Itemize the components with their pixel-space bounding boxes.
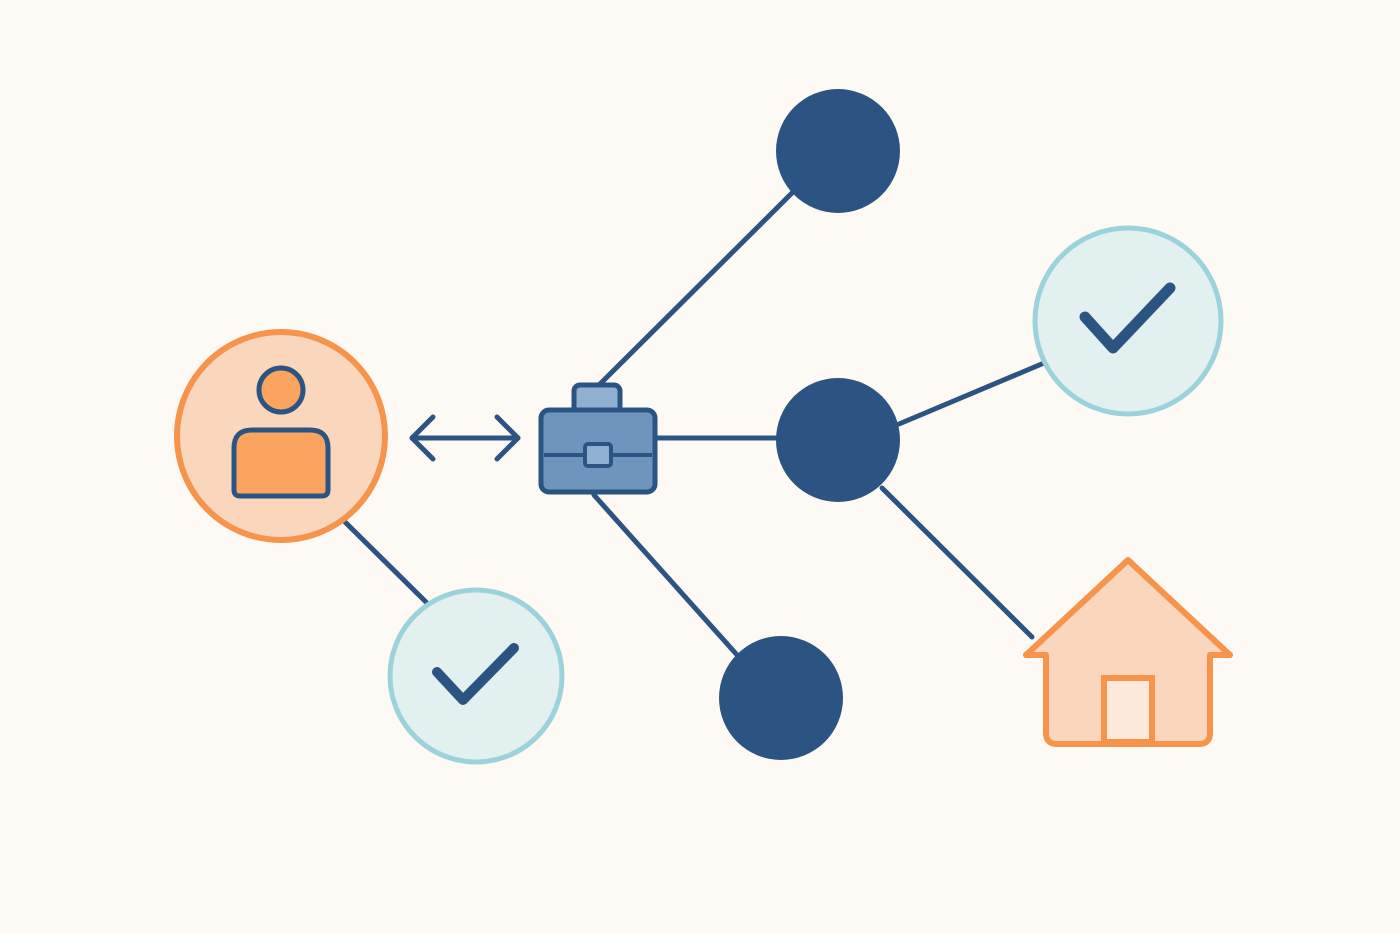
checkmark-icon bbox=[1079, 282, 1176, 354]
checkmark-icon bbox=[432, 643, 519, 705]
hub-node-top[interactable] bbox=[776, 89, 900, 213]
edges bbox=[342, 189, 1047, 659]
edge-briefcase-hub-bottom bbox=[591, 492, 741, 659]
edge-briefcase-hub-top bbox=[597, 189, 796, 387]
edge-hub-middle-check-right bbox=[896, 360, 1047, 427]
door-icon bbox=[1101, 675, 1155, 745]
briefcase-icon bbox=[538, 382, 658, 495]
house-node[interactable] bbox=[1023, 557, 1233, 747]
edge-hub-middle-house bbox=[879, 485, 1035, 640]
person-node[interactable] bbox=[174, 329, 388, 543]
check-node-left[interactable] bbox=[387, 587, 565, 765]
briefcase-node[interactable] bbox=[538, 382, 658, 495]
hub-node-middle[interactable] bbox=[776, 378, 900, 502]
double-arrow-icon bbox=[409, 414, 521, 462]
hub-node-bottom[interactable] bbox=[719, 636, 843, 760]
house-icon bbox=[1023, 557, 1233, 747]
edge-person-check-left bbox=[342, 519, 431, 607]
person-icon bbox=[231, 365, 331, 499]
check-node-right[interactable] bbox=[1032, 225, 1224, 417]
